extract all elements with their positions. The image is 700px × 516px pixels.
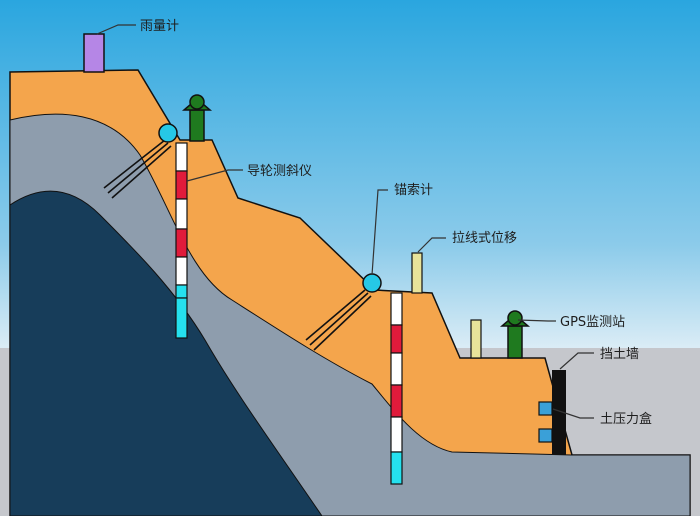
- inclinometer-tube-icon: [390, 292, 403, 485]
- gps-station-label: GPS监测站: [560, 315, 625, 330]
- retaining-wall-label: 挡土墙: [600, 347, 639, 362]
- wire-gauge-icon: [411, 252, 423, 294]
- wire-gauge-icon: [470, 319, 482, 359]
- anchor-ball-icon: [362, 273, 382, 293]
- gps-station-icon: [181, 94, 213, 142]
- anchor-cable-upper: [103, 139, 172, 199]
- anchor-ball-icon: [158, 123, 178, 143]
- leader-lines: [96, 24, 594, 419]
- retaining-wall-icon: [552, 370, 566, 455]
- rain-gauge-label: 雨量计: [140, 19, 179, 34]
- anchor-cable-lower: [305, 289, 372, 351]
- inclinometer-tube-icon: [175, 142, 188, 339]
- pressure-cell-icon: [538, 401, 553, 416]
- rain-gauge-icon: [83, 33, 105, 73]
- anchor-meter-label: 锚索计: [394, 183, 433, 198]
- earth-pressure-cell-label: 土压力盒: [600, 411, 652, 427]
- gps-station-icon: [499, 310, 531, 359]
- pressure-cell-icon: [538, 428, 553, 443]
- wire-displacement-label: 拉线式位移: [452, 231, 517, 246]
- inclinometer-label: 导轮测斜仪: [247, 164, 312, 179]
